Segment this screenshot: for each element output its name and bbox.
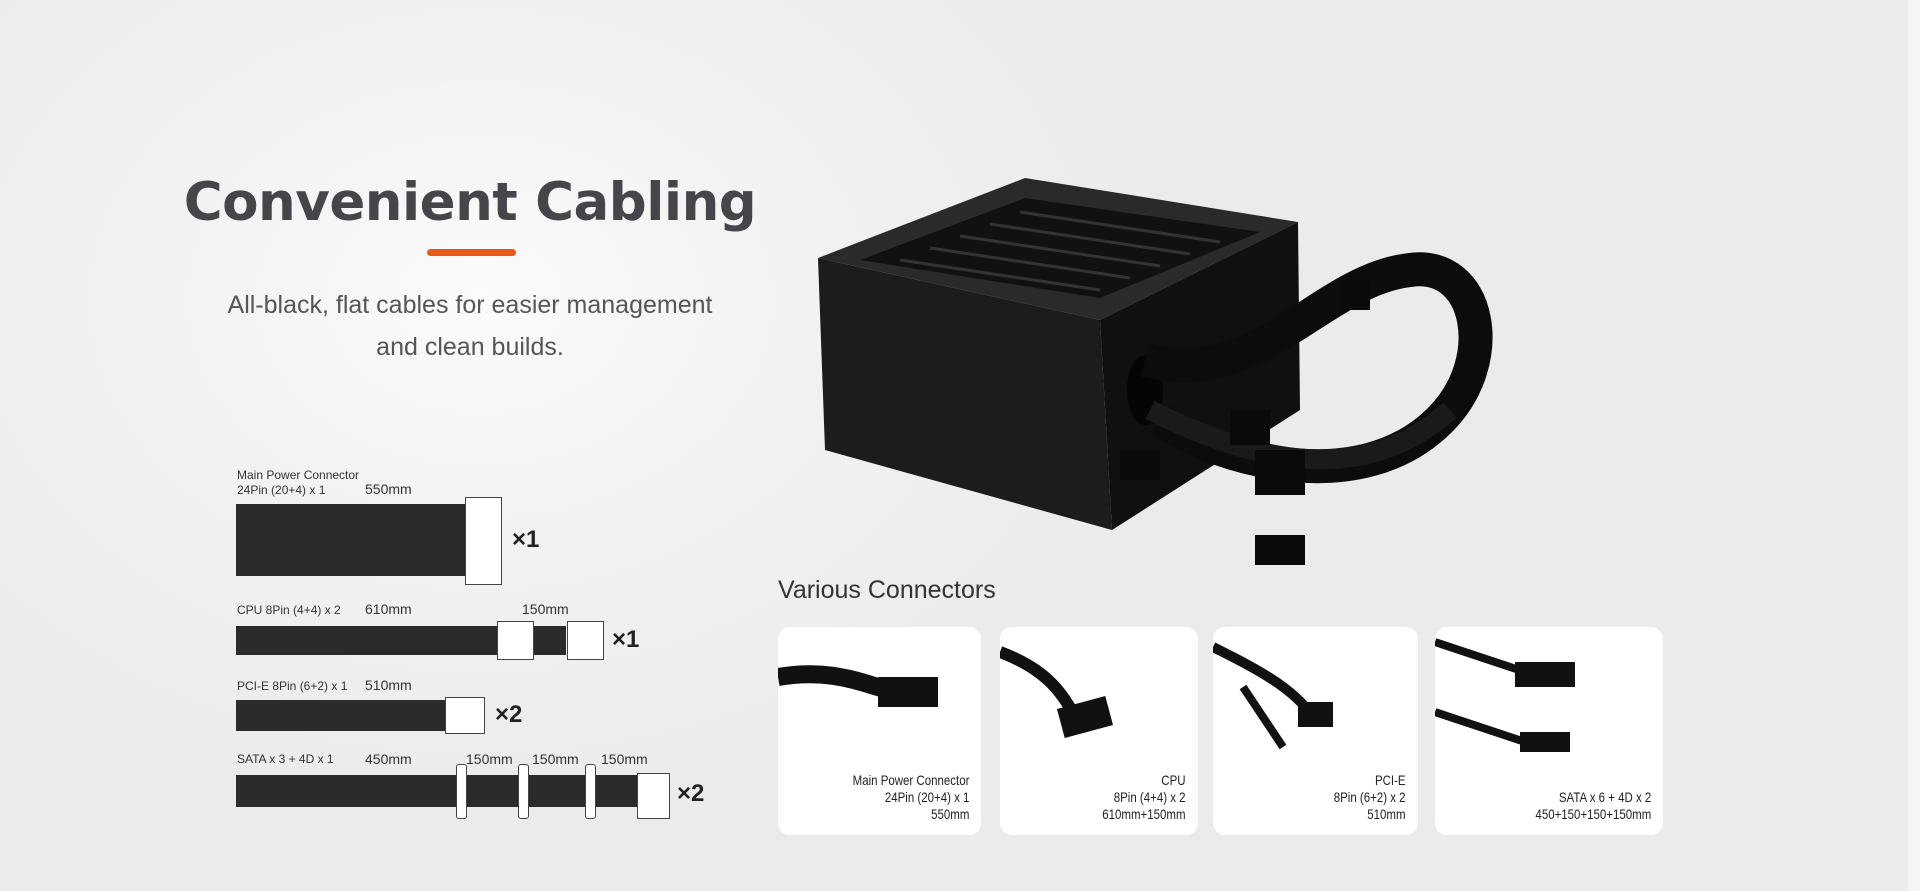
caption-line: 8Pin (6+2) x 2 bbox=[1334, 789, 1406, 805]
cpu-connector bbox=[567, 621, 604, 660]
atx-cable-photo bbox=[778, 665, 938, 707]
cable-name: CPU 8Pin (4+4) x 2 bbox=[237, 603, 341, 617]
multiplier: ×1 bbox=[512, 526, 540, 553]
multiplier: ×2 bbox=[495, 701, 523, 728]
caption-line: 24Pin (20+4) x 1 bbox=[884, 789, 969, 805]
cable-name: SATA x 3 + 4D x 1 bbox=[237, 752, 334, 766]
right-edge-strip bbox=[1908, 0, 1920, 891]
multiplier: ×2 bbox=[677, 780, 705, 807]
subtitle-line: and clean builds. bbox=[376, 333, 564, 361]
multiplier: ×1 bbox=[612, 626, 640, 653]
cable-length: 510mm bbox=[365, 677, 412, 693]
cable-spec: 24Pin (20+4) x 1 bbox=[237, 483, 326, 497]
segment-length: 150mm bbox=[532, 751, 579, 767]
sata-cable-photo bbox=[1435, 638, 1575, 752]
sata-connector bbox=[518, 764, 529, 819]
pcie-cable-photo bbox=[1213, 642, 1333, 750]
caption-line: PCI-E bbox=[1375, 772, 1406, 788]
caption-line: Main Power Connector bbox=[852, 772, 969, 788]
caption-line: 510mm bbox=[1367, 806, 1406, 822]
segment-length: 150mm bbox=[466, 751, 513, 767]
cable-bar bbox=[236, 504, 466, 576]
cpu-cable-photo bbox=[1000, 646, 1114, 738]
cable-length: 150mm bbox=[522, 601, 569, 617]
cable-bar bbox=[236, 775, 638, 807]
cable-length: 450mm bbox=[365, 751, 412, 767]
caption-line: 8Pin (4+4) x 2 bbox=[1114, 789, 1186, 805]
caption-line: SATA x 6 + 4D x 2 bbox=[1558, 789, 1651, 805]
subtitle: All-black, flat cables for easier manage… bbox=[170, 284, 770, 368]
sata-connector bbox=[456, 764, 467, 819]
cable-label: Main Power Connector 24Pin (20+4) x 1 bbox=[237, 468, 359, 498]
sata-connector bbox=[585, 764, 596, 819]
psu-product-image bbox=[818, 178, 1493, 565]
caption-line: CPU bbox=[1161, 772, 1186, 788]
cable-length: 550mm bbox=[365, 481, 412, 497]
caption-line: 450+150+150+150mm bbox=[1535, 806, 1651, 822]
pcie-connector bbox=[445, 697, 485, 734]
title-accent-bar bbox=[427, 249, 516, 256]
cable-name: Main Power Connector bbox=[237, 468, 360, 482]
cpu-connector bbox=[497, 621, 534, 660]
atx-connector bbox=[465, 497, 502, 585]
molex-connector bbox=[637, 773, 670, 819]
cable-name: PCI-E 8Pin (6+2) x 1 bbox=[237, 679, 348, 693]
page-title: Convenient Cabling bbox=[183, 172, 757, 233]
cable-bar bbox=[236, 700, 446, 731]
various-connectors-heading: Various Connectors bbox=[778, 576, 996, 604]
caption-line: 550mm bbox=[930, 806, 969, 822]
segment-length: 150mm bbox=[601, 751, 648, 767]
caption-line: 610mm+150mm bbox=[1102, 806, 1186, 822]
cable-length: 610mm bbox=[365, 601, 412, 617]
subtitle-line: All-black, flat cables for easier manage… bbox=[227, 291, 713, 319]
